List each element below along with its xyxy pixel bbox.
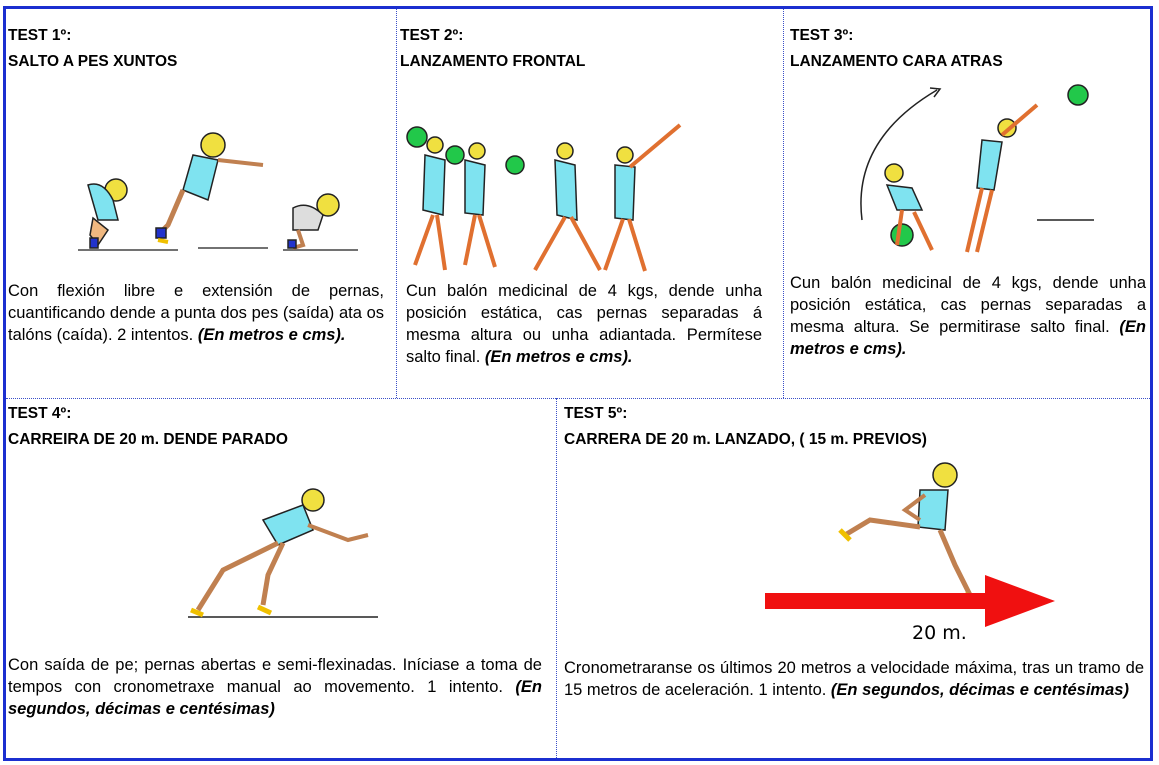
jumper-crouch (87, 178, 128, 249)
ball-icon (1067, 84, 1089, 106)
divider-vertical-2 (783, 9, 784, 398)
test-3-cell: TEST 3º: LANZAMENTO CARA ATRAS Cun balón… (787, 10, 1151, 396)
thrower-sequence (406, 123, 682, 272)
standing-start-illustration (188, 488, 378, 618)
jumper-landing (287, 193, 340, 250)
test-2-unit: (En metros e cms). (484, 348, 633, 366)
backward-throw-illustration (860, 84, 1094, 253)
test-4-unit: (En segundos, décimas e centésimas) (8, 678, 542, 718)
sprinter-start (190, 488, 369, 618)
test-5-description: Cronometraranse os últimos 20 metros a v… (564, 659, 1144, 699)
test-1-number: TEST 1º: (8, 27, 72, 44)
test-1-cell: TEST 1º: SALTO A PES XUNTOS (8, 10, 394, 396)
jump-illustration (78, 132, 358, 251)
divider-vertical-1 (396, 9, 397, 398)
test-2-number: TEST 2º: (400, 27, 464, 44)
tests-panel (3, 6, 1153, 761)
test-1-description: Con flexión libre e extensión de pernas,… (8, 282, 384, 344)
test-4-cell: TEST 4º: CARREIRA DE 20 m. DENDE PARADO … (8, 400, 554, 756)
distance-label: 20 m. (912, 622, 967, 644)
distance-arrow (765, 575, 1055, 627)
test-3-name: LANZAMENTO CARA ATRAS (790, 53, 1003, 70)
test-5-name: CARRERA DE 20 m. LANZADO, ( 15 m. PREVIO… (564, 431, 927, 448)
test-4-name: CARREIRA DE 20 m. DENDE PARADO (8, 431, 288, 448)
divider-vertical-3 (556, 398, 557, 758)
test-1-unit: (En metros e cms). (197, 326, 346, 344)
test-3-description: Cun balón medicinal de 4 kgs, dende unha… (790, 274, 1146, 358)
divider-horizontal (6, 398, 1150, 399)
test-2-cell: TEST 2º: LANZAMENTO FRONTAL Cun balón me… (400, 10, 780, 396)
test-5-number: TEST 5º: (564, 405, 628, 422)
thrower-backward (884, 103, 1039, 253)
test-4-description: Con saída de pe; pernas abertas e semi-f… (8, 656, 542, 718)
test-3-unit: (En metros e cms). (790, 318, 1146, 358)
test-1-name: SALTO A PES XUNTOS (8, 53, 178, 70)
jumper-flight (155, 132, 264, 244)
frontal-throw-illustration (406, 123, 682, 272)
test-5-cell: TEST 5º: CARRERA DE 20 m. LANZADO, ( 15 … (560, 400, 1150, 756)
test-5-unit: (En segundos, décimas e centésimas) (830, 681, 1129, 699)
test-2-name: LANZAMENTO FRONTAL (400, 53, 586, 70)
test-4-number: TEST 4º: (8, 405, 72, 422)
test-2-description: Cun balón medicinal de 4 kgs, dende unha… (406, 282, 762, 366)
test-3-number: TEST 3º: (790, 27, 854, 44)
